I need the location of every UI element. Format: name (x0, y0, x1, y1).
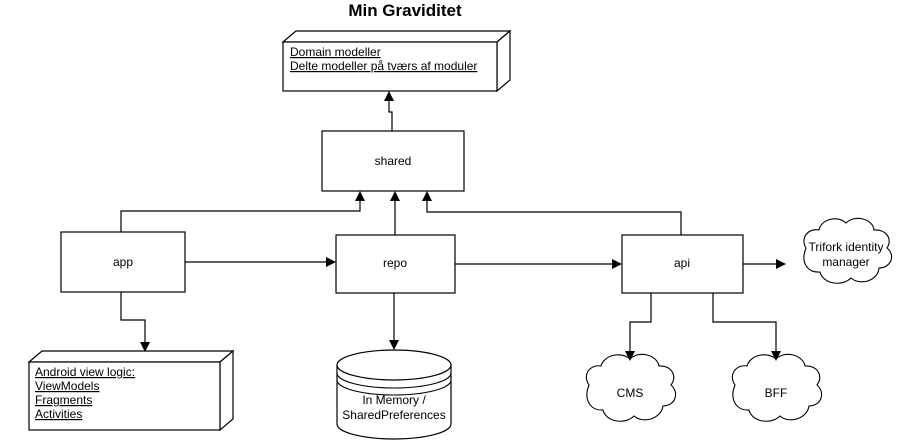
android-view-logic-front-face (28, 361, 221, 431)
domain-models-side-face (496, 29, 511, 93)
edge-repo-to-api (455, 259, 622, 269)
edge-repo-to-shared (390, 191, 400, 235)
arrowhead-api-to-trifork (776, 259, 786, 269)
android-view-logic-top-face (27, 350, 235, 363)
edge-app-to-shared (120, 191, 365, 232)
app-module[interactable]: app (60, 231, 186, 293)
api-label: api (674, 256, 690, 270)
arrowhead-repo-to-api (612, 259, 622, 269)
trifork-line-1: Trifork identity (809, 240, 884, 254)
in-memory-shared-preferences-datastore[interactable]: In Memory / SharedPreferences (336, 349, 452, 440)
app-label: app (113, 255, 133, 269)
arrowhead-app-to-android (140, 342, 150, 352)
datastore-line-1: In Memory / (362, 393, 426, 407)
datastore-ring-2 (336, 379, 452, 396)
api-box (621, 234, 744, 294)
android-view-logic-package[interactable]: Android view logic: ViewModels Fragments… (27, 349, 235, 432)
arrowhead-repo-to-shared (390, 191, 400, 201)
diagram-title: Min Graviditet (348, 1, 462, 20)
edge-shared-to-domain-models (384, 91, 394, 131)
trifork-line-2: manager (822, 255, 869, 269)
android-view-logic-line-1: Android view logic: (35, 365, 135, 379)
arrowhead-shared-to-domain (384, 91, 394, 101)
bff-label: BFF (765, 386, 788, 400)
bff-cloud[interactable]: BFF (731, 353, 823, 422)
shared-module[interactable]: shared (321, 130, 465, 192)
arrowhead-api-to-shared (422, 191, 432, 201)
arrowhead-app-to-shared (355, 191, 365, 201)
bff-cloud-shape (731, 353, 823, 422)
edge-api-to-cms (625, 293, 652, 361)
edge-repo-to-datastore (389, 293, 399, 350)
shared-label: shared (375, 154, 412, 168)
datastore-top-ellipse (336, 349, 452, 381)
repo-box (335, 234, 456, 294)
edge-api-to-shared (422, 191, 682, 235)
domain-models-line-2: Delte modeller på tværs af moduler (290, 59, 477, 73)
trifork-cloud-shape (803, 217, 893, 284)
domain-models-front-face (282, 41, 498, 92)
cms-label: CMS (617, 386, 644, 400)
android-view-logic-line-3: Fragments (35, 393, 92, 407)
trifork-identity-manager-cloud[interactable]: Trifork identity manager (803, 217, 893, 284)
android-view-logic-line-4: Activities (35, 407, 82, 421)
datastore-body (336, 364, 452, 440)
datastore-line-2: SharedPreferences (342, 408, 445, 422)
cms-cloud[interactable]: CMS (585, 353, 677, 422)
edge-app-to-android-view-logic (120, 292, 150, 352)
edge-api-to-bff (712, 293, 781, 361)
android-view-logic-side-face (219, 349, 234, 432)
edge-api-to-trifork (743, 259, 786, 269)
arrowhead-api-to-cms (625, 351, 635, 361)
repo-module[interactable]: repo (335, 234, 456, 294)
domain-models-line-1: Domain modeller (290, 45, 381, 59)
domain-models-top-face (281, 30, 512, 43)
arrowhead-repo-to-datastore (389, 340, 399, 350)
arrowhead-app-to-repo (326, 257, 336, 267)
domain-models-package[interactable]: Domain modeller Delte modeller på tværs … (281, 29, 512, 93)
edge-app-to-repo (185, 257, 336, 267)
android-view-logic-line-2: ViewModels (35, 379, 99, 393)
datastore-ring-1 (336, 372, 452, 389)
app-box (60, 231, 186, 293)
arrowhead-api-to-bff (771, 351, 781, 361)
shared-box (321, 130, 465, 192)
api-module[interactable]: api (621, 234, 744, 294)
repo-label: repo (383, 256, 407, 270)
cms-cloud-shape (585, 353, 677, 422)
